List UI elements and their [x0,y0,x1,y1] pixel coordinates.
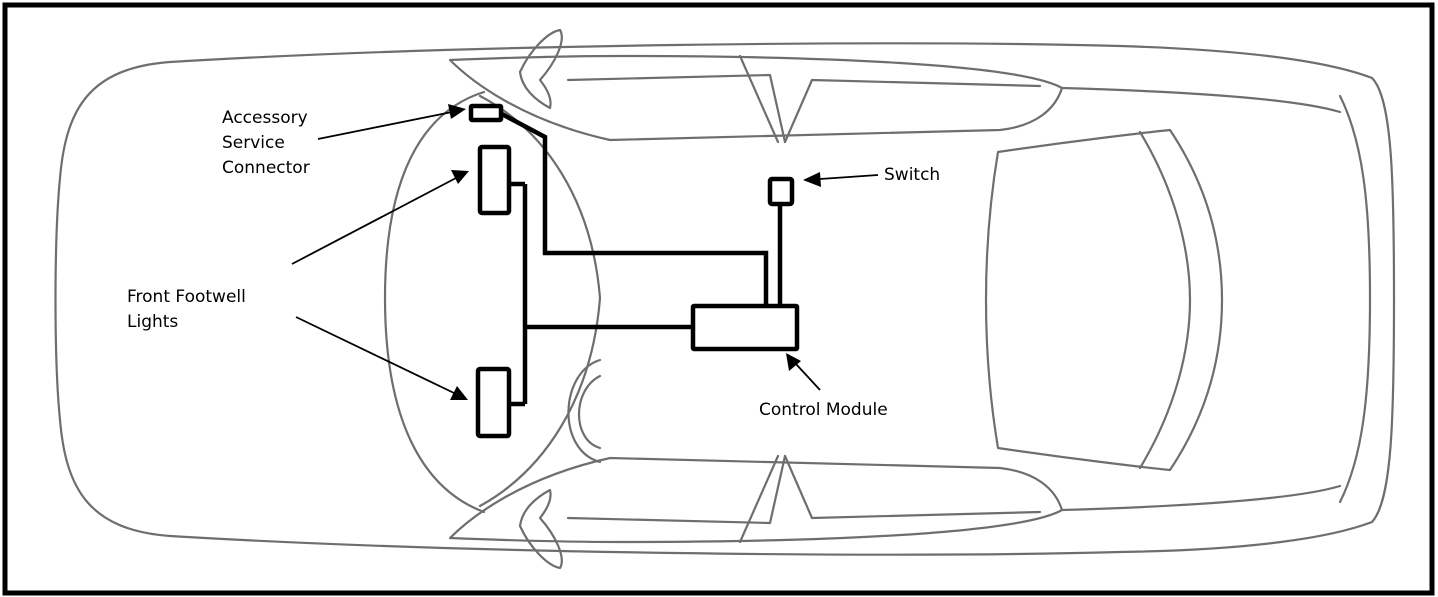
car-body-outline [54,42,1396,556]
arrow-footwell-top-icon [451,170,469,184]
wiring-harness [498,111,783,407]
rear-deck-top [1060,86,1342,114]
rear-deck-bottom [1060,484,1342,512]
roof-rail-top [448,54,1064,142]
label-footwell-line1: Front Footwell [127,287,246,307]
side-window-bottom-b [783,454,1042,520]
arrow-footwell-bottom-icon [450,386,468,400]
label-accessory-line1: Accessory [222,108,308,128]
label-control-module: Control Module [759,400,888,420]
arrow-control-module-icon [786,353,801,371]
car-outline [54,28,1396,570]
accessory-service-connector [468,103,504,123]
control-module [690,303,800,352]
front-footwell-light-bottom [475,366,512,439]
windshield-inner [478,94,602,508]
tail-light-bottom [1338,296,1372,504]
dashboard-arc-outer [567,358,602,464]
leader-footwell-top [291,177,457,265]
arrow-accessory-icon [448,104,466,119]
front-footwell-light-top [477,144,512,216]
side-window-top-c [738,54,780,144]
dashboard-arc-inner [578,374,602,450]
rear-window [984,128,1224,472]
side-window-bottom-a [566,454,787,525]
leader-accessory [317,111,453,140]
label-accessory-line2: Service [222,133,285,153]
windshield-outline [383,90,486,514]
mirror-top [518,28,563,110]
mirror-bottom [518,488,563,570]
label-accessory-line3: Connector [222,158,310,178]
tail-light-top [1338,94,1372,300]
leader-switch [819,174,879,180]
leader-footwell-bottom [295,316,455,394]
label-switch: Switch [884,165,940,185]
rear-window-line [1138,130,1192,470]
leader-control-module [795,363,821,391]
side-window-bottom-c [738,454,780,544]
side-window-top-a [566,73,787,144]
switch-component [767,176,795,207]
roof-rail-bottom [448,456,1064,544]
label-footwell-line2: Lights [127,312,178,332]
leader-lines [291,104,879,400]
wire-connector-to-module [498,111,769,306]
arrow-switch-icon [803,172,821,187]
side-window-top-b [783,78,1042,144]
